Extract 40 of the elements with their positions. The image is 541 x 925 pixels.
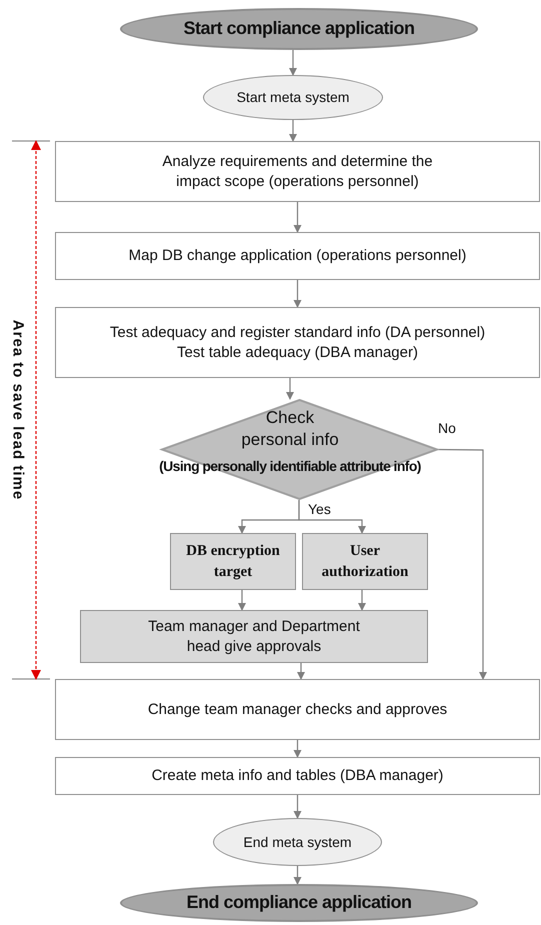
node-text: Map DB change application (operations personnel) [128,246,466,266]
arrow [289,50,297,76]
arrow [289,120,297,142]
node-text: Team manager and Department head give approvals [147,617,361,656]
arrow [31,140,41,680]
node-text: DB encryption target [185,542,281,582]
arrow [297,663,305,680]
process-box [55,232,540,280]
arrow [294,795,302,819]
process-box [55,307,540,378]
node-text: (Using personally identifiable attribute info) [159,457,421,476]
process-box [55,141,540,202]
arrow [238,590,246,611]
node-text: User authorization [320,542,410,582]
arrow [298,500,366,534]
arrow [286,378,294,400]
process-box [55,757,540,795]
edge-label: No [436,420,458,436]
arrow [358,590,366,611]
edge-label: Yes [306,501,333,517]
process-box [55,679,540,740]
process-box [80,610,428,663]
process-box [302,533,428,590]
arrow [437,448,487,680]
node-text: Start meta system [236,88,350,107]
node-text: Test table adequacy (DBA manager) [177,342,418,362]
node-text: Start compliance application [183,17,415,40]
node-text: End meta system [243,832,352,852]
arrow [294,280,302,308]
node-text: Test adequacy and register standard info (DA personnel) [110,323,486,342]
node-text: Check personal info [240,407,340,452]
node-text: Change team manager checks and approves [148,700,448,720]
arrow [294,866,302,885]
node-text: Create meta info and tables (DBA manager) [152,766,444,786]
node-text: Analyze requirements and determine the impact scope (operations personnel) [161,152,434,191]
arrow [294,740,302,758]
edge-label: Area to save lead time [10,320,26,500]
process-box [170,533,296,590]
node-text: End compliance application [186,891,412,914]
arrow [294,202,302,233]
